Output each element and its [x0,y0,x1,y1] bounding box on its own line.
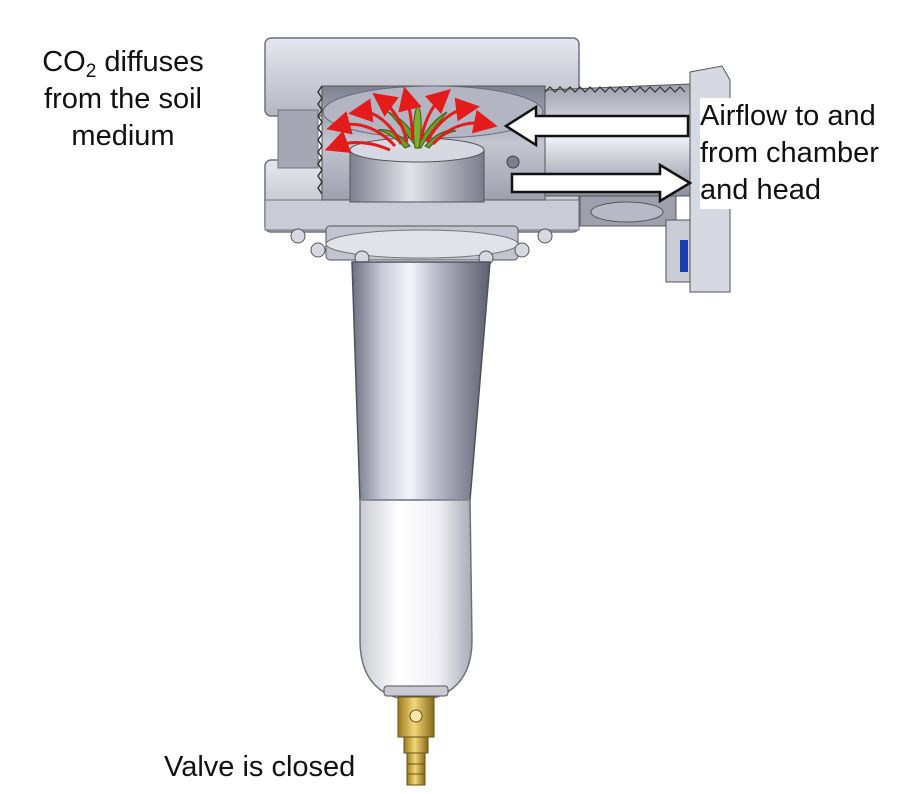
valve-icon [383,685,449,786]
co2-diffusion-label: CO2 diffuses from the soil medium [42,46,204,152]
mounting-flange [290,225,553,266]
collection-tube [351,261,491,701]
valve-status-label: Valve is closed [164,751,356,783]
airflow-arrows [503,104,693,204]
airflow-label: Airflow to and from chamber and head [700,98,910,209]
co2-arrows [324,86,498,154]
